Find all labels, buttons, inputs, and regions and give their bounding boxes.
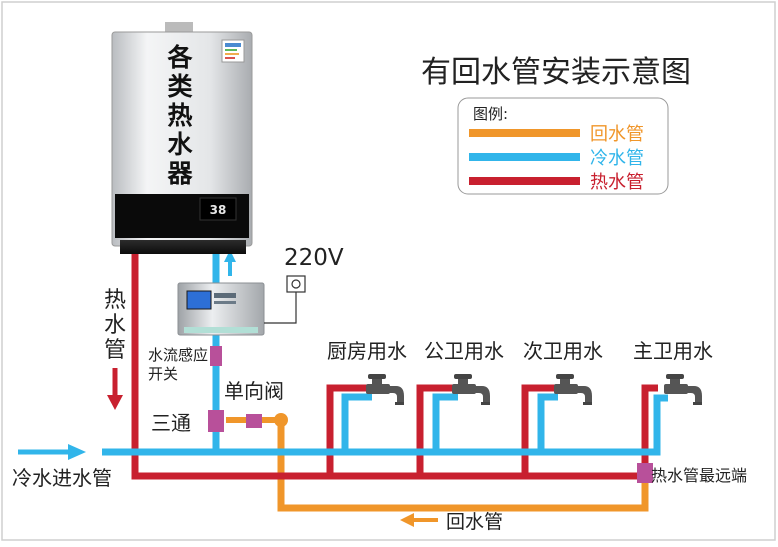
legend-label: 回水管 <box>590 124 644 145</box>
flow-switch-joint <box>210 346 222 366</box>
flow-up-arrow-icon <box>224 250 236 276</box>
cold-inlet-label: 冷水进水管 <box>12 466 112 490</box>
hot-branch-kitchen <box>326 384 372 476</box>
legend-box <box>457 97 669 195</box>
cold-branch-public <box>432 393 458 452</box>
check-valve-label: 单向阀 <box>224 379 284 403</box>
far-end-label: 热水管最远端 <box>651 466 747 485</box>
legend-heading: 图例: <box>473 105 508 123</box>
far-end-joint <box>637 463 653 483</box>
outlet-label: 主卫用水 <box>633 339 713 363</box>
circulation-pump <box>177 282 265 336</box>
hot-pipe-label: 热水管 <box>104 288 126 363</box>
heater-label: 各类热水器 <box>166 43 193 188</box>
hot-branch-public <box>416 384 458 476</box>
power-cable <box>264 292 297 324</box>
outlet-labels: 厨房用水公卫用水次卫用水 主卫用水 <box>327 339 713 363</box>
return-pipe <box>277 420 649 512</box>
power-label: 220V <box>284 245 344 271</box>
flow-switch-label: 水流感应开关 <box>148 346 208 383</box>
check-valve-joint <box>246 414 262 428</box>
cold-main-pipe <box>102 394 668 456</box>
pump-screen <box>186 290 212 310</box>
return-left-arrow-icon <box>400 513 414 527</box>
legend-label: 冷水管 <box>590 148 644 169</box>
outlet-label: 次卫用水 <box>523 339 603 363</box>
cold-branch-second <box>537 393 558 452</box>
diagram-title: 有回水管安装示意图 <box>421 55 691 90</box>
cold-branch-kitchen <box>341 393 372 452</box>
outlet-label: 公卫用水 <box>424 339 504 363</box>
cold-inlet-arrow-icon <box>68 444 86 460</box>
water-heater: 38 各类热水器 <box>111 22 253 254</box>
tee-label: 三通 <box>151 411 191 435</box>
hot-down-arrow-icon <box>107 395 123 410</box>
hot-branch-second <box>521 384 558 476</box>
return-junction <box>274 413 288 427</box>
legend-label: 热水管 <box>590 172 644 193</box>
tee-joint <box>208 410 224 432</box>
return-pipe-label: 回水管 <box>446 511 503 533</box>
outlet-label: 厨房用水 <box>327 339 407 363</box>
power-outlet-icon <box>286 275 306 293</box>
heater-display-value: 38 <box>210 203 227 217</box>
